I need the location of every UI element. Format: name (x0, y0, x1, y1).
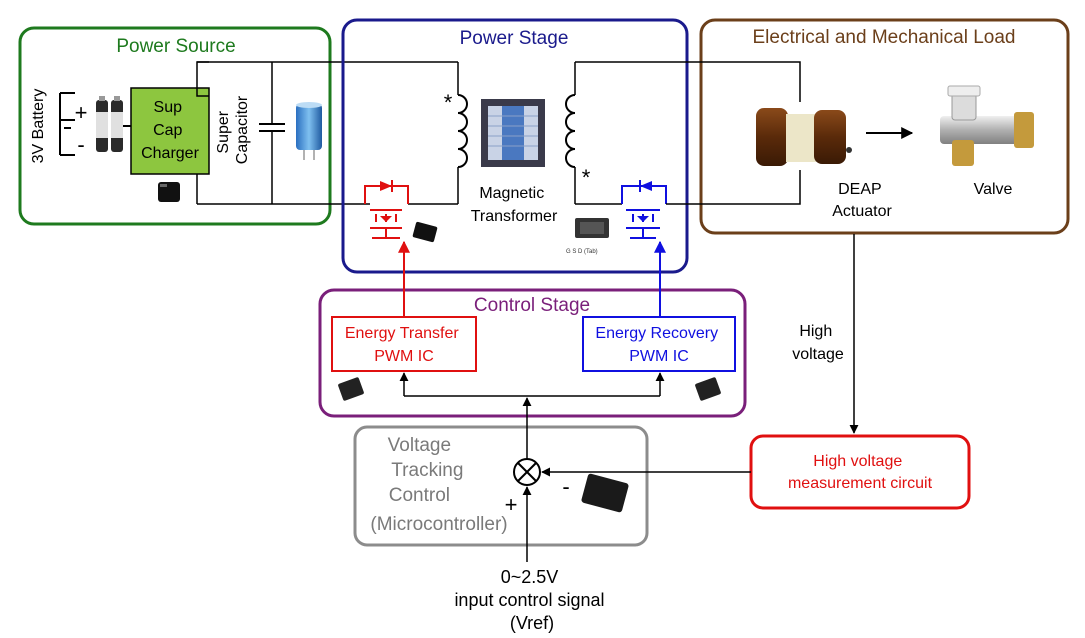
tracking-line-2: Tracking (391, 460, 463, 481)
actuator-line-2: Actuator (832, 203, 892, 220)
transfer-ic-chip-icon (338, 377, 364, 401)
transfer-mosfet-icon (364, 180, 409, 239)
svg-text:0~2.5V input control signa: 0~2.5V input control signal (Vref) (454, 567, 609, 633)
power-stage-block: Power Stage * * Magnetic Transformer (341, 18, 689, 274)
voltage-tracking-block: Voltage Tracking Control (Microcontrolle… (353, 425, 649, 547)
tracking-line-1: Voltage (388, 435, 451, 456)
power-source-title: Power Source (116, 36, 235, 57)
load-title: Electrical and Mechanical Load (753, 27, 1016, 48)
svg-text:Magnetic Transformer: Magnetic Transformer (471, 185, 558, 225)
recovery-mosfet-icon (621, 180, 667, 239)
control-stage-title: Control Stage (474, 295, 590, 316)
svg-text:Energy Transfer PWM IC: Energy Transfer PWM IC (345, 325, 463, 365)
supercap-charger-box (130, 87, 210, 175)
microcontroller-chip-icon (581, 473, 629, 513)
measurement-circuit-block: High voltage measurement circuit (749, 434, 971, 510)
transfer-pwm-ic-box (331, 316, 477, 372)
measurement-line-1: High voltage (813, 453, 902, 470)
charger-chip-icon (158, 182, 180, 202)
input-line-1: 0~2.5V (501, 567, 559, 587)
recovery-ic-line-1: Energy Recovery (595, 325, 718, 342)
supercap-line-2: Capacitor (234, 95, 251, 164)
power-source-block: Power Source 3V Battery + - Sup Cap Char… (18, 26, 458, 226)
charger-line-1: Sup (154, 99, 183, 116)
battery-minus: - (77, 132, 84, 157)
summing-junction-icon (513, 458, 541, 486)
power-stage-title: Power Stage (460, 28, 569, 49)
control-stage-block: Control Stage Energy Transfer PWM IC Ene… (318, 288, 747, 418)
transformer-core-icon (481, 99, 545, 167)
svg-text:High voltage measurement: High voltage measurement circuit (788, 453, 933, 492)
tracking-line-4: (Microcontroller) (370, 514, 507, 535)
svg-text:High voltage: High voltage (792, 323, 844, 363)
svg-text:Voltage Tracking C: Voltage Tracking Control (Microcontrolle… (370, 435, 507, 535)
measurement-line-2: measurement circuit (788, 475, 933, 492)
tracking-line-3: Control (389, 485, 450, 506)
actuator-line-1: DEAP (838, 181, 881, 198)
secondary-dot-marker: * (582, 165, 591, 190)
recovery-mosfet-chip-icon: G S D (Tab) (566, 218, 609, 255)
high-voltage-line-1: High (799, 323, 832, 340)
transformer-line-2: Transformer (471, 208, 558, 225)
transfer-mosfet-chip-icon (412, 221, 438, 243)
super-capacitor-icon (296, 102, 322, 160)
aa-batteries-icon (96, 96, 123, 152)
valve-icon (940, 85, 1034, 166)
input-line-2: input control signal (454, 590, 604, 610)
recovery-ic-chip-icon (695, 377, 721, 401)
valve-label: Valve (974, 181, 1013, 198)
sum-minus: - (562, 474, 569, 499)
deap-actuator-icon (756, 108, 852, 166)
supercap-line-1: Super (215, 110, 232, 153)
transfer-ic-line-2: PWM IC (374, 348, 434, 365)
svg-text:DEAP Actuator: DEAP Actuator (832, 181, 892, 220)
input-line-3: (Vref) (510, 613, 554, 633)
load-block: Electrical and Mechanical Load DEAP Actu… (575, 18, 1070, 235)
recovery-pwm-ic-box (582, 316, 736, 372)
high-voltage-line-2: voltage (792, 346, 844, 363)
transformer-line-1: Magnetic (479, 185, 544, 202)
battery-plus: + (75, 100, 88, 125)
svg-text:Super Capacitor: Super Capacitor (215, 95, 251, 164)
recovery-ic-line-2: PWM IC (629, 348, 689, 365)
svg-text:Sup Cap Charger: Sup Cap Charger (141, 99, 199, 162)
battery-label: 3V Battery (30, 89, 47, 164)
transfer-ic-line-1: Energy Transfer (345, 325, 460, 342)
chip-pin-labels: G S D (Tab) (566, 249, 598, 255)
svg-text:Energy Recovery PWM IC: Energy Recovery PWM IC (595, 325, 722, 365)
primary-dot-marker: * (444, 90, 453, 115)
sum-plus: + (505, 492, 518, 517)
charger-line-3: Charger (141, 145, 199, 162)
charger-line-2: Cap (153, 122, 182, 139)
